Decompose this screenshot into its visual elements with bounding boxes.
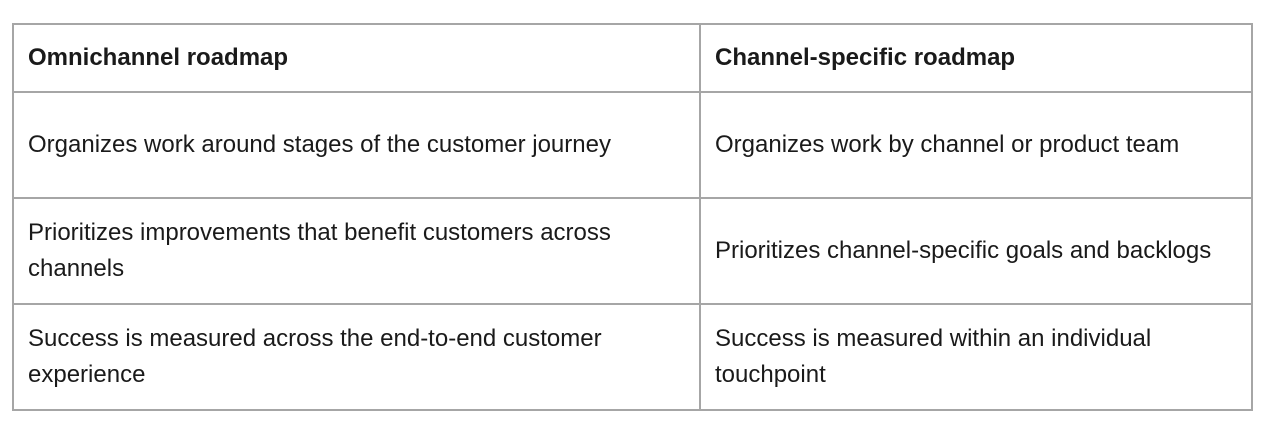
table-cell: Prioritizes improvements that benefit cu…: [12, 197, 701, 305]
table-cell: Success is measured across the end-to-en…: [12, 303, 701, 411]
table-header-row: Omnichannel roadmap Channel-specific roa…: [12, 23, 1253, 93]
table-cell: Success is measured within an individual…: [699, 303, 1253, 411]
header-omnichannel: Omnichannel roadmap: [12, 23, 701, 93]
comparison-table: Omnichannel roadmap Channel-specific roa…: [12, 23, 1253, 411]
table-row: Success is measured across the end-to-en…: [12, 303, 1253, 411]
comparison-table-container: Omnichannel roadmap Channel-specific roa…: [12, 23, 1253, 411]
table-cell: Organizes work around stages of the cust…: [12, 91, 701, 199]
table-cell: Prioritizes channel-specific goals and b…: [699, 197, 1253, 305]
table-row: Organizes work around stages of the cust…: [12, 91, 1253, 199]
header-channel-specific: Channel-specific roadmap: [699, 23, 1253, 93]
table-cell: Organizes work by channel or product tea…: [699, 91, 1253, 199]
table-row: Prioritizes improvements that benefit cu…: [12, 197, 1253, 305]
